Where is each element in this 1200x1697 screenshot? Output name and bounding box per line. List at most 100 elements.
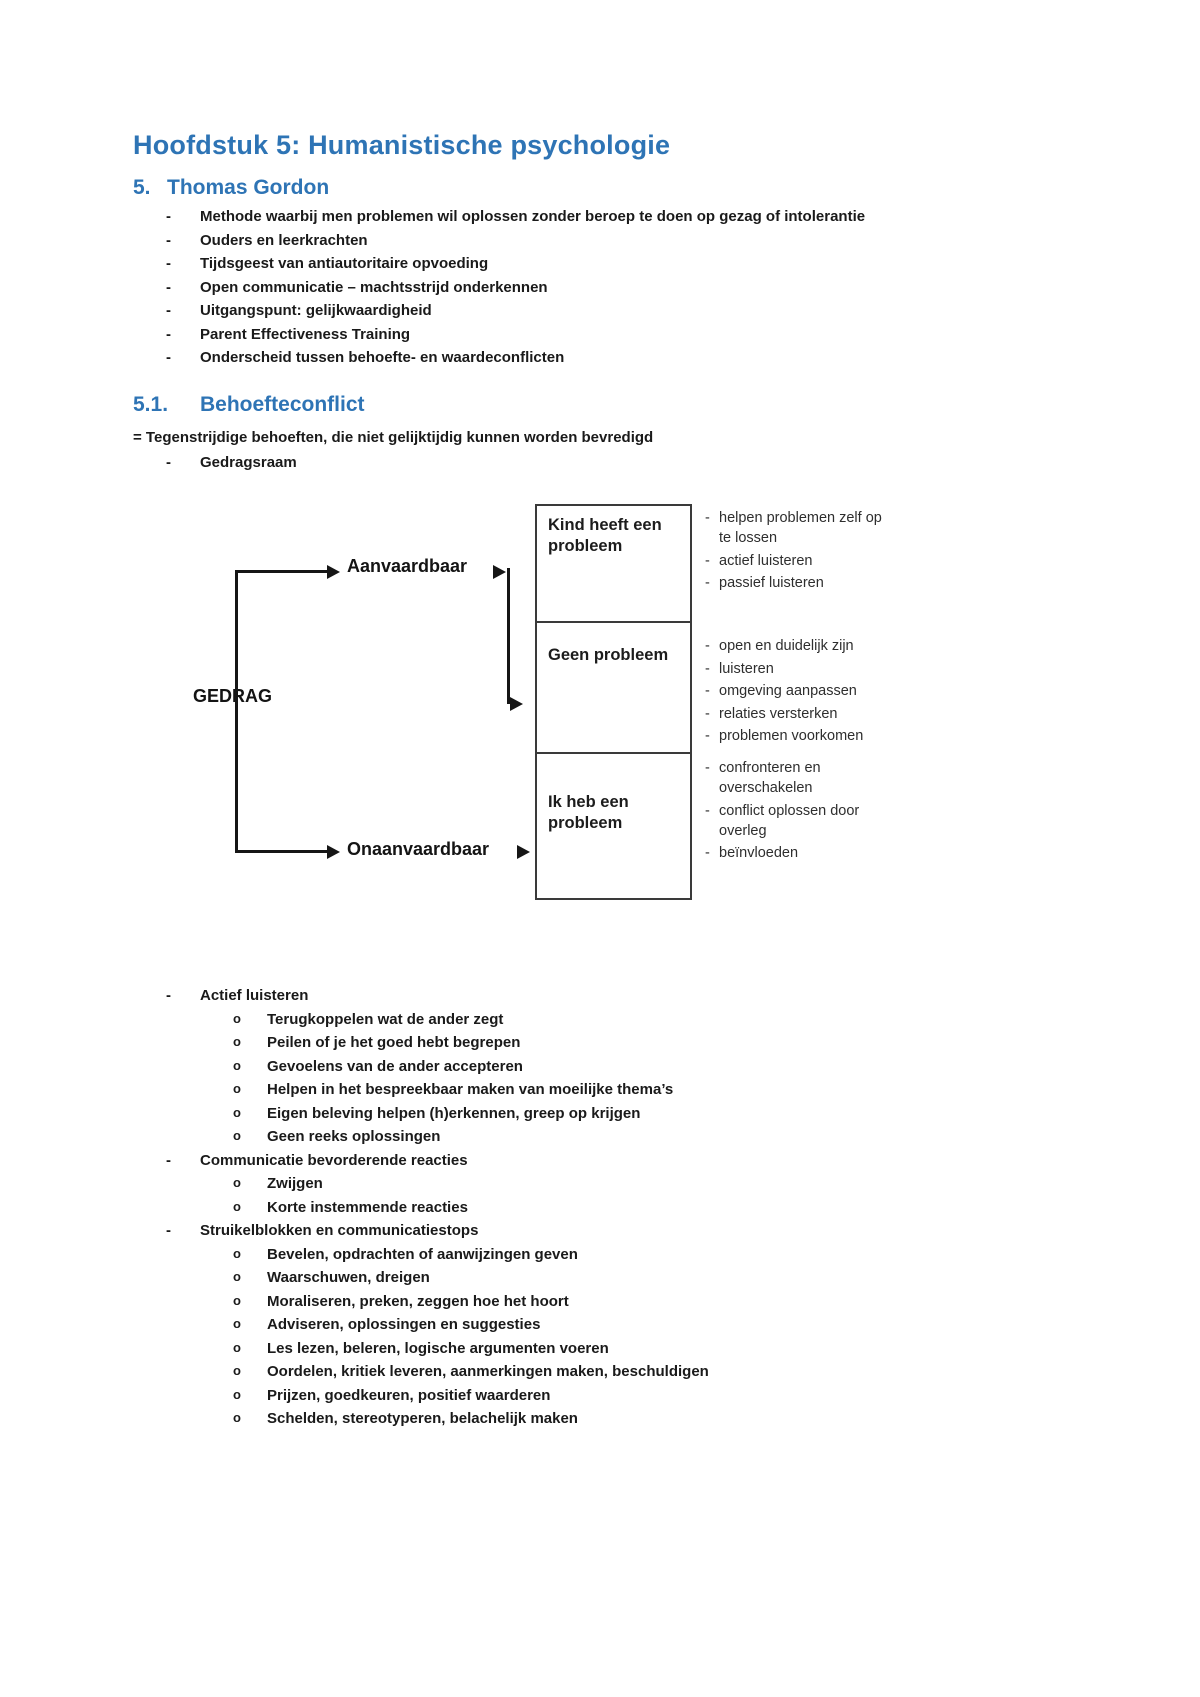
annotation-text: problemen voorkomen: [705, 726, 890, 746]
list-item: Eigen beleving helpen (h)erkennen, greep…: [200, 1101, 1110, 1126]
list-item: Moraliseren, preken, zeggen hoe het hoor…: [200, 1289, 1110, 1314]
behavior-window-diagram: GEDRAG Aanvaardbaar Onaanvaardbaar Kind …: [133, 492, 1093, 922]
bullet-text: Open communicatie – machtsstrijd onderke…: [200, 278, 548, 296]
list-item-text: Prijzen, goedkeuren, positief waarderen: [267, 1386, 551, 1404]
bullet-item: Open communicatie – machtsstrijd onderke…: [133, 276, 1110, 300]
list-item-text: Gevoelens van de ander accepteren: [267, 1057, 523, 1075]
annotation-text: confronteren en overschakelen: [705, 758, 890, 798]
list-item: Schelden, stereotyperen, belachelijk mak…: [200, 1406, 1110, 1431]
diagram-box-i-have-problem: Ik heb een probleem: [537, 751, 690, 898]
list-item-text: Helpen in het bespreekbaar maken van moe…: [267, 1081, 674, 1098]
section-heading: 5. Thomas Gordon: [133, 175, 1110, 201]
list-item: Adviseren, oplossingen en suggesties: [200, 1312, 1110, 1337]
list-item: Terugkoppelen wat de ander zegt: [200, 1007, 1110, 1032]
bullet-item: Communicatie bevorderende reacties Zwijg…: [133, 1149, 1110, 1220]
list-title: Actief luisteren: [200, 987, 309, 1004]
definition-text: = Tegenstrijdige behoeften, die niet gel…: [133, 428, 654, 446]
annotation-text: omgeving aanpassen: [705, 681, 890, 701]
list-item-text: Zwijgen: [267, 1175, 323, 1192]
arrow-right-icon: [327, 564, 340, 579]
list-item-text: Geen reeks oplossingen: [267, 1128, 441, 1145]
annotations-no-problem: open en duidelijk zijn luisteren omgevin…: [705, 636, 890, 749]
list-item: Bevelen, opdrachten of aanwijzingen geve…: [200, 1242, 1110, 1267]
acceptable-bracket-line: [507, 568, 510, 704]
bullet-item: Parent Effectiveness Training: [133, 323, 1110, 347]
annotation-text: helpen problemen zelf op te lossen: [705, 508, 890, 548]
list-item: Geen reeks oplossingen: [200, 1124, 1110, 1149]
arrow-right-icon: [327, 844, 340, 859]
box-label: Geen probleem: [548, 646, 669, 665]
list-item-text: Korte instemmende reacties: [267, 1198, 468, 1216]
subsection-bullet-list: Gedragsraam: [133, 451, 1110, 475]
annotations-child-problem: helpen problemen zelf op te lossen actie…: [705, 508, 890, 596]
diagram-box-no-problem: Geen probleem: [537, 621, 690, 751]
subsection-number: 5.1.: [133, 392, 169, 416]
list-item: Helpen in het bespreekbaar maken van moe…: [200, 1077, 1110, 1102]
annotations-i-have-problem: confronteren en overschakelen conflict o…: [705, 758, 890, 866]
sub-list-communicatie-bevorderend: Zwijgen Korte instemmende reacties: [200, 1171, 1110, 1220]
arrow-right-icon: [493, 564, 506, 579]
list-item-text: Waarschuwen, dreigen: [267, 1269, 430, 1286]
document-content: Hoofdstuk 5: Humanistische psychologie 5…: [0, 0, 1200, 1431]
diagram-box-child-problem: Kind heeft een probleem: [537, 506, 690, 621]
list-item-text: Oordelen, kritiek leveren, aanmerkingen …: [267, 1363, 709, 1380]
box-label: Ik heb een probleem: [548, 792, 629, 832]
diagram-axis-label: GEDRAG: [193, 686, 273, 706]
annotation-text: actief luisteren: [705, 551, 890, 571]
list-item: Oordelen, kritiek leveren, aanmerkingen …: [200, 1359, 1110, 1384]
bullet-text: Onderscheid tussen behoefte- en waardeco…: [200, 349, 565, 366]
bullet-item: Tijdsgeest van antiautoritaire opvoeding: [133, 252, 1110, 276]
list-item-text: Peilen of je het goed hebt begrepen: [267, 1034, 521, 1051]
diagram-box-stack: Kind heeft een probleem Geen probleem Ik…: [535, 504, 692, 900]
annotation-text: luisteren: [705, 659, 890, 679]
list-item-text: Eigen beleving helpen (h)erkennen, greep…: [267, 1104, 641, 1122]
bracket-top-line: [235, 570, 331, 573]
bullet-text: Parent Effectiveness Training: [200, 325, 411, 343]
sub-list-struikelblokken: Bevelen, opdrachten of aanwijzingen geve…: [200, 1242, 1110, 1431]
bullet-text: Ouders en leerkrachten: [200, 231, 368, 249]
annotation-text: passief luisteren: [705, 573, 890, 593]
annotation-text: conflict oplossen door overleg: [705, 801, 890, 841]
bullet-item: Struikelblokken en communicatiestops Bev…: [133, 1219, 1110, 1431]
list-item: Gevoelens van de ander accepteren: [200, 1054, 1110, 1079]
bullet-item: Methode waarbij men problemen wil oploss…: [133, 205, 1110, 229]
section-bullet-list: Methode waarbij men problemen wil oploss…: [133, 205, 1110, 370]
list-item-text: Terugkoppelen wat de ander zegt: [267, 1010, 504, 1028]
arrow-right-icon: [510, 697, 523, 711]
sub-list-actief-luisteren: Terugkoppelen wat de ander zegt Peilen o…: [200, 1007, 1110, 1149]
bullet-text: Uitgangspunt: gelijkwaardigheid: [200, 302, 432, 319]
acceptable-label: Aanvaardbaar: [347, 556, 468, 576]
list-item: Korte instemmende reacties: [200, 1195, 1110, 1220]
list-item-text: Bevelen, opdrachten of aanwijzingen geve…: [267, 1245, 578, 1263]
list-item-text: Moraliseren, preken, zeggen hoe het hoor…: [267, 1292, 569, 1310]
list-item-text: Les lezen, beleren, logische argumenten …: [267, 1339, 609, 1357]
bullet-text: Gedragsraam: [200, 453, 297, 471]
section-title: Thomas Gordon: [167, 176, 330, 199]
list-title: Communicatie bevorderende reacties: [200, 1151, 468, 1169]
list-item-text: Adviseren, oplossingen en suggesties: [267, 1316, 541, 1333]
bracket-vertical-line: [235, 570, 238, 853]
box-label: Kind heeft een probleem: [548, 516, 662, 555]
bullet-item: Ouders en leerkrachten: [133, 229, 1110, 253]
annotation-text: relaties versterken: [705, 704, 890, 724]
topic-list: Actief luisteren Terugkoppelen wat de an…: [133, 984, 1110, 1431]
list-title: Struikelblokken en communicatiestops: [200, 1222, 479, 1239]
bullet-item: Actief luisteren Terugkoppelen wat de an…: [133, 984, 1110, 1149]
bullet-item: Gedragsraam: [133, 451, 1110, 475]
page-title: Hoofdstuk 5: Humanistische psychologie: [133, 130, 671, 160]
list-item: Zwijgen: [200, 1171, 1110, 1196]
list-item-text: Schelden, stereotyperen, belachelijk mak…: [267, 1410, 578, 1427]
list-item: Prijzen, goedkeuren, positief waarderen: [200, 1383, 1110, 1408]
bracket-bottom-line: [235, 850, 331, 853]
subsection-heading: 5.1. Behoefteconflict: [133, 392, 1110, 418]
unacceptable-label: Onaanvaardbaar: [347, 839, 490, 859]
bullet-item: Uitgangspunt: gelijkwaardigheid: [133, 299, 1110, 323]
bullet-text: Methode waarbij men problemen wil oploss…: [200, 208, 866, 225]
bullet-text: Tijdsgeest van antiautoritaire opvoeding: [200, 255, 489, 272]
section-number: 5.: [133, 176, 151, 199]
bullet-item: Onderscheid tussen behoefte- en waardeco…: [133, 346, 1110, 370]
subsection-title: Behoefteconflict: [200, 392, 365, 416]
annotation-text: beïnvloeden: [705, 843, 890, 863]
annotation-text: open en duidelijk zijn: [705, 636, 890, 656]
